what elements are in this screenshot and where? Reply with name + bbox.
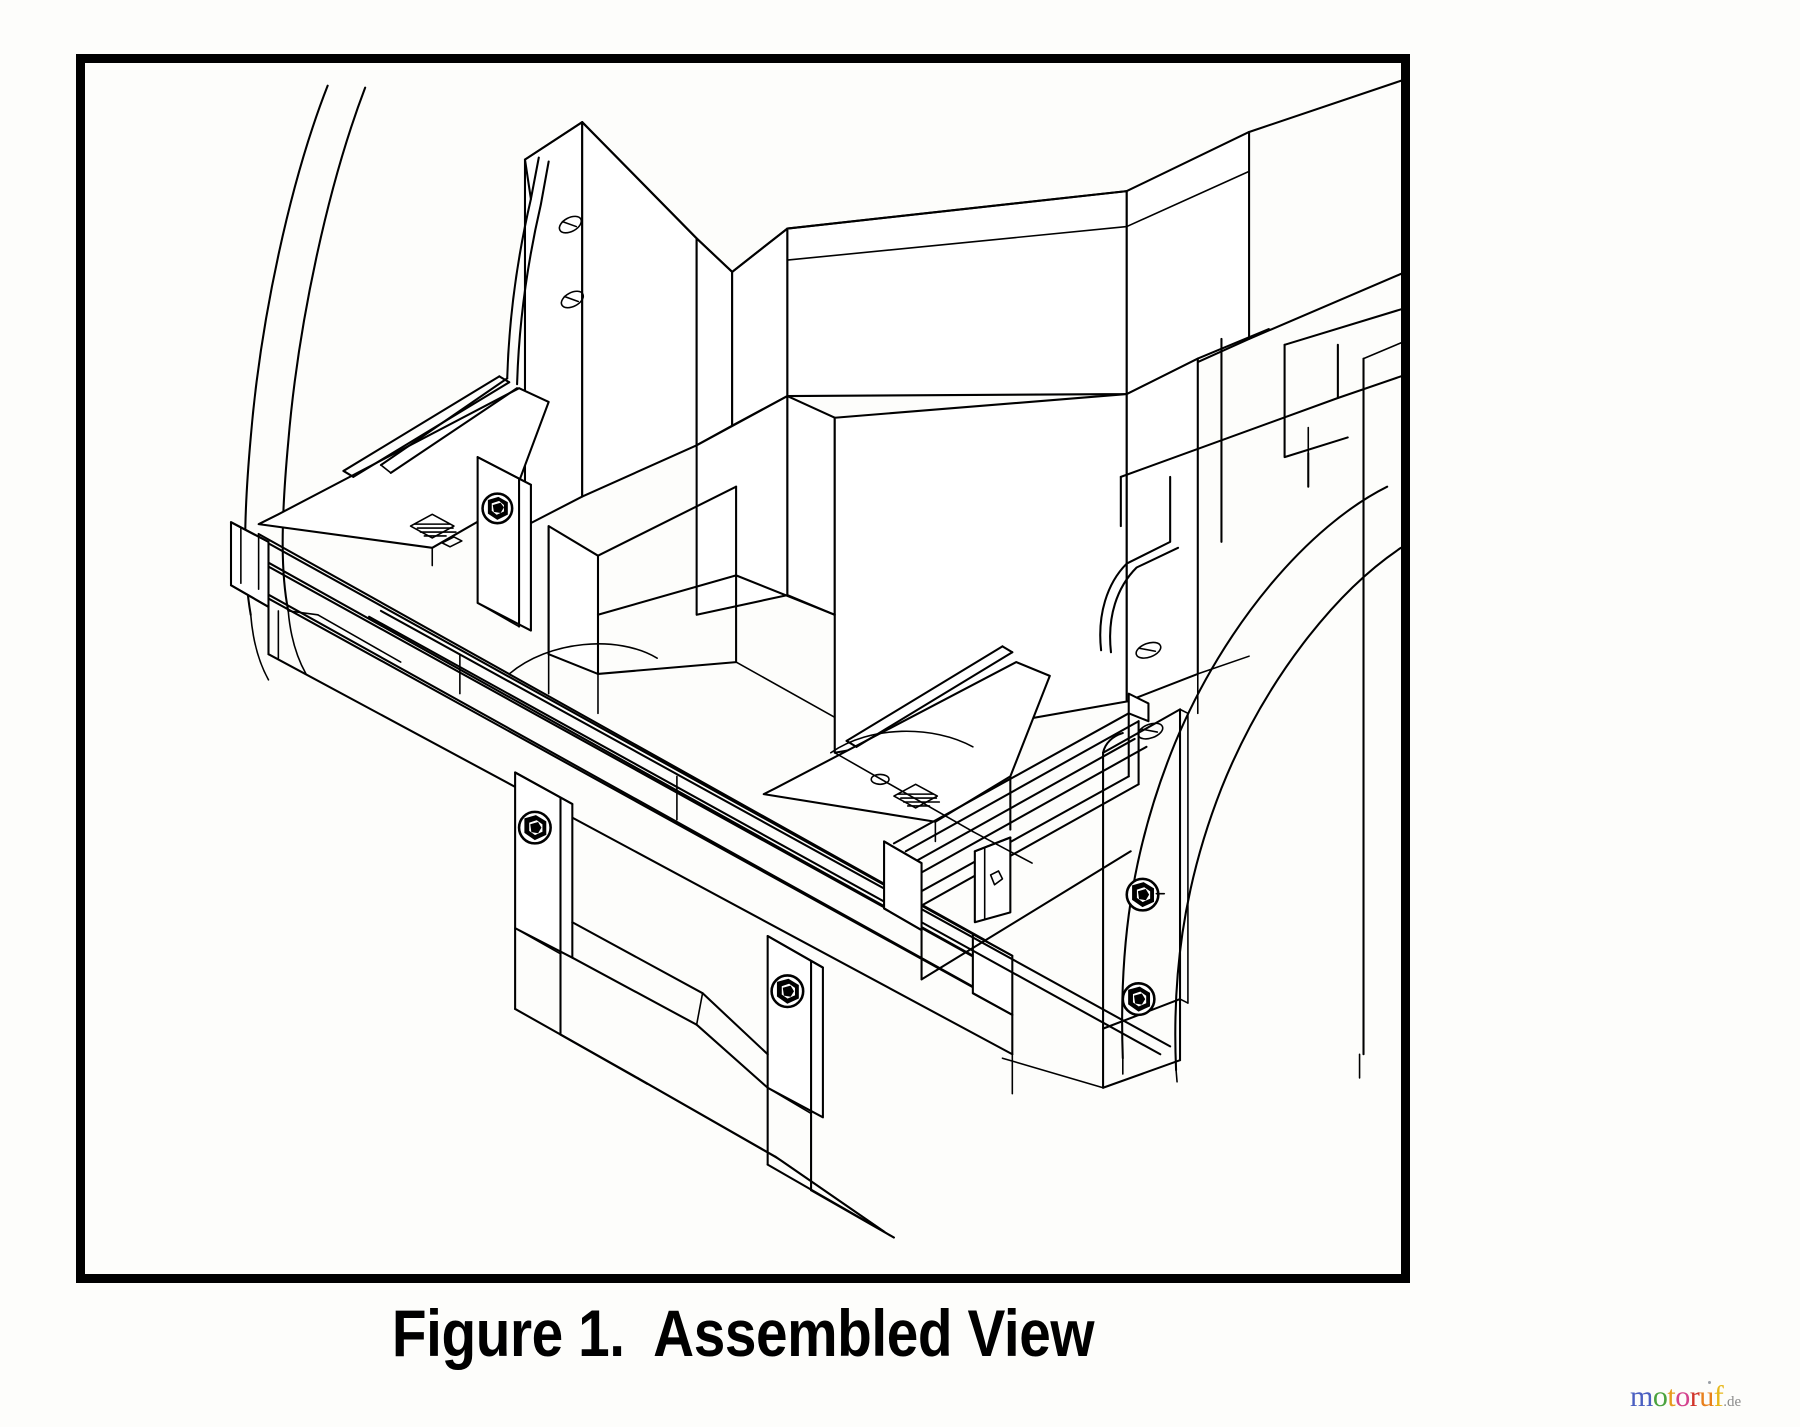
hex-bolt-right-lower xyxy=(1121,982,1156,1017)
vehicle-body-shell xyxy=(523,79,1401,754)
front-bumper-beam xyxy=(229,521,1014,1056)
logo-letter-r: r xyxy=(1689,1380,1700,1413)
left-upright-panel xyxy=(379,156,585,474)
hex-bolt-right-upper xyxy=(1125,877,1166,912)
figure-caption: Figure 1. Assembled View xyxy=(391,1296,1095,1370)
logo-dot-accent xyxy=(1708,1381,1712,1384)
background-edges xyxy=(287,610,1199,864)
logo-letter-u: u xyxy=(1699,1380,1714,1413)
oval-slot-right-lower xyxy=(1137,722,1164,740)
right-body-flank xyxy=(1220,337,1401,1056)
right-panel-oval-slots xyxy=(1135,641,1164,740)
logo-letter-o2: o xyxy=(1675,1380,1690,1413)
hex-bolt-center-a xyxy=(517,810,552,845)
oval-slot-right-upper xyxy=(1135,641,1162,659)
center-bracket-b xyxy=(766,934,895,1239)
logo-letter-t: t xyxy=(1667,1380,1676,1413)
center-bracket-a xyxy=(514,771,649,1085)
left-mount-plate xyxy=(476,456,532,632)
logo-letter-m: m xyxy=(1630,1380,1653,1413)
oval-slot-left-upper xyxy=(558,215,583,234)
logo-letter-f: f xyxy=(1713,1380,1724,1413)
hex-bolt-center-b xyxy=(770,974,805,1009)
right-channel-beam xyxy=(883,692,1150,981)
motoruf-logo-watermark: motoruf.de xyxy=(1630,1380,1742,1417)
rect-slot-group-left xyxy=(409,513,457,539)
hex-bolt-left-plate xyxy=(481,492,514,525)
right-gusset-plate xyxy=(762,645,1051,843)
left-gusset-plate xyxy=(257,375,550,567)
right-wheel-arch xyxy=(1121,485,1401,1083)
logo-letter-o1: o xyxy=(1652,1380,1668,1413)
right-mount-plate xyxy=(1001,708,1189,1095)
assembly-drawing: .ln { fill:none; stroke:#000; stroke-wid… xyxy=(85,63,1401,1274)
channel-tab-plate xyxy=(973,836,1012,924)
frame-rail-group xyxy=(368,485,1172,1056)
oval-slot-left-lower xyxy=(560,290,585,309)
center-lower-pan xyxy=(571,921,891,1237)
rect-slot-group-right xyxy=(893,783,941,809)
figure-border: .ln { fill:none; stroke:#000; stroke-wid… xyxy=(76,54,1410,1283)
logo-tld: .de xyxy=(1723,1394,1742,1410)
